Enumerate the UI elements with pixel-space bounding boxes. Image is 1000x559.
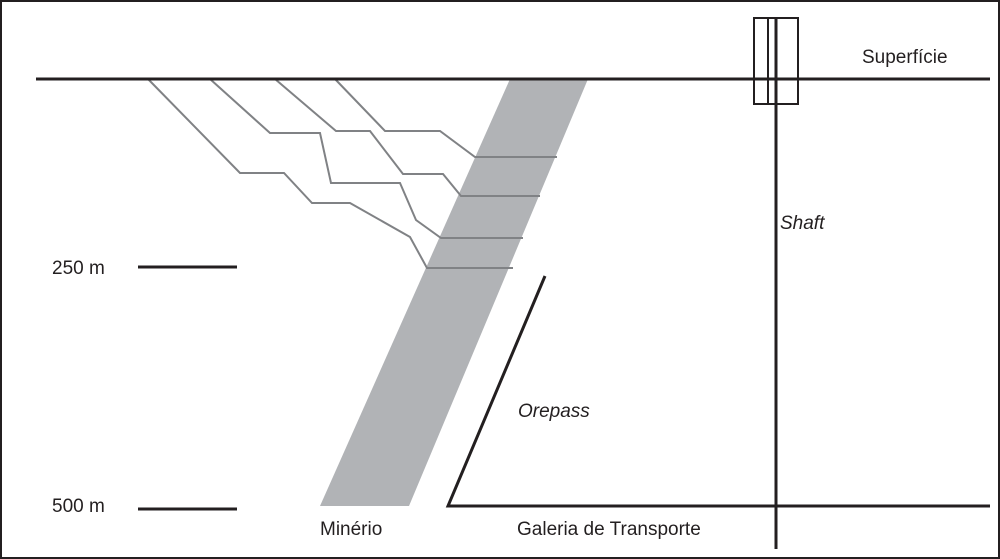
ramp-level-3 (209, 78, 523, 239)
ramp-level-1 (334, 78, 557, 158)
ramp-level-2 (274, 78, 540, 197)
surface-label: Superfície (862, 47, 948, 68)
shaft-label: Shaft (780, 213, 825, 234)
ore-label: Minério (320, 519, 383, 540)
depth-500-label: 500 m (52, 496, 105, 517)
haulage-label: Galeria de Transporte (517, 519, 701, 540)
orepass-line (445, 275, 990, 508)
ore-body (320, 79, 588, 506)
access-ramps (147, 78, 557, 269)
depth-250-label: 250 m (52, 258, 105, 279)
orepass-label: Orepass (518, 401, 590, 422)
ramp-level-4 (147, 78, 513, 269)
